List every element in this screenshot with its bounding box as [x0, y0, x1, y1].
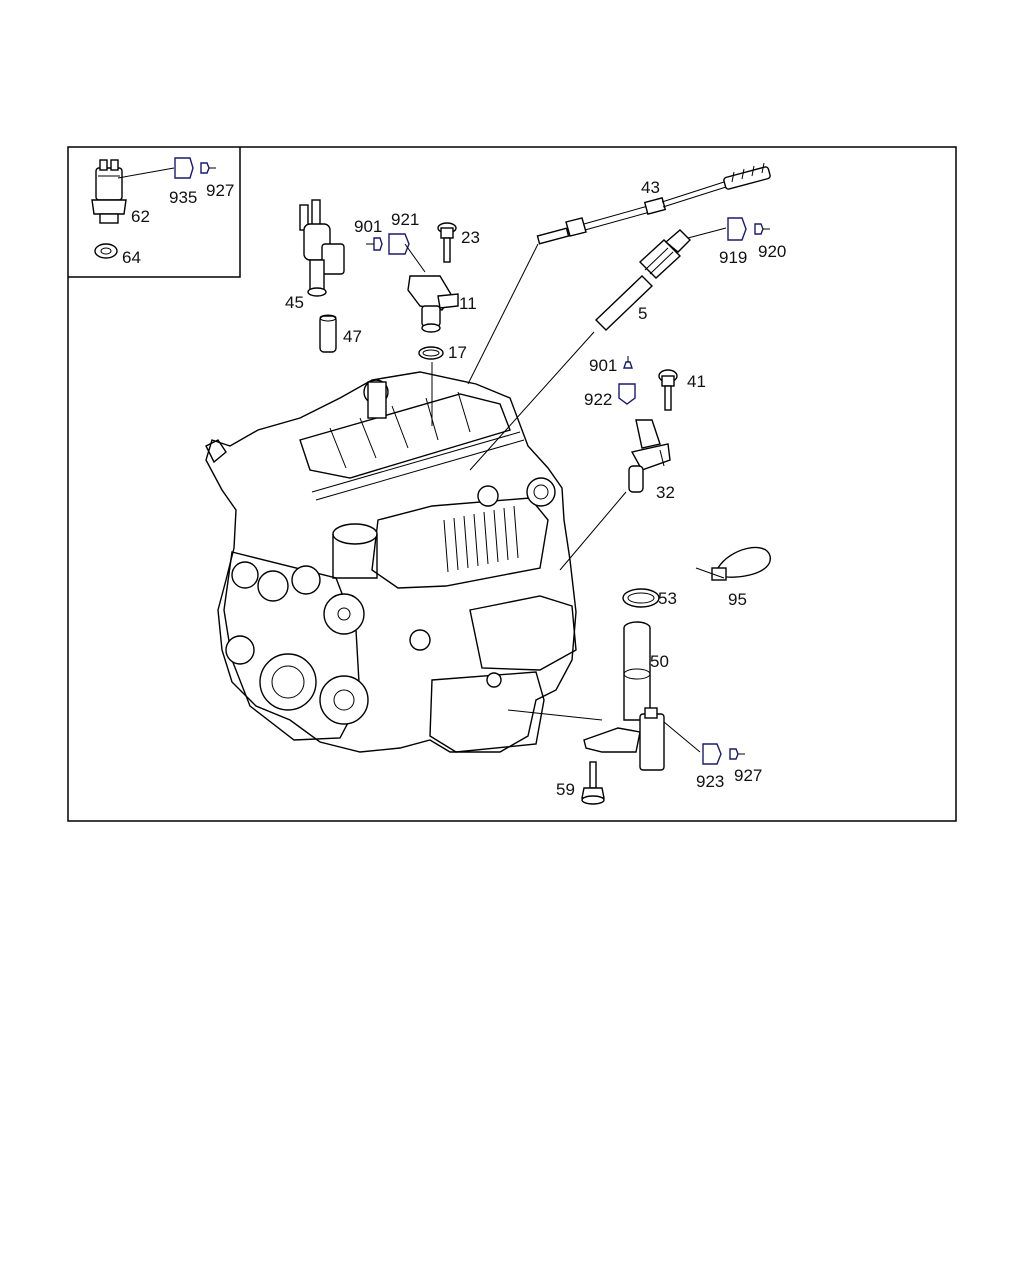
- temperature-probe-icon: [536, 162, 771, 245]
- callout-927-a: 927: [206, 181, 234, 200]
- o-ring-icon: [418, 346, 444, 360]
- engine-block-icon: [205, 371, 577, 753]
- seal-ring-icon: [94, 243, 118, 259]
- connector-935-icon: [174, 157, 194, 179]
- pin-927-b-icon: [729, 748, 745, 760]
- callout-23: 23: [461, 228, 480, 247]
- connector-921-icon: [388, 233, 410, 255]
- callout-41: 41: [687, 372, 706, 391]
- callout-901-b: 901: [589, 356, 617, 375]
- callout-935: 935: [169, 188, 197, 207]
- pin-901-icon: [366, 237, 383, 251]
- callout-45: 45: [285, 293, 304, 312]
- callout-17: 17: [448, 343, 467, 362]
- inset-box: [68, 147, 241, 278]
- callout-11: 11: [459, 294, 477, 313]
- glow-plug-icon: [594, 229, 691, 331]
- bolt-59-icon: [581, 761, 605, 805]
- o-ring-53-icon: [622, 588, 660, 608]
- connector-919-icon: [727, 217, 747, 241]
- callout-47: 47: [343, 327, 362, 346]
- connector-922-icon: [618, 383, 636, 405]
- callout-59: 59: [556, 780, 575, 799]
- pin-901-b-icon: [623, 356, 633, 369]
- connector-923-icon: [702, 743, 722, 765]
- callout-923: 923: [696, 772, 724, 791]
- callout-5: 5: [638, 304, 647, 323]
- callout-921: 921: [391, 210, 419, 229]
- callout-43: 43: [641, 178, 660, 197]
- callout-50: 50: [650, 652, 669, 671]
- oil-level-sensor-icon: [583, 621, 665, 771]
- callout-919: 919: [719, 248, 747, 267]
- pin-920-icon: [754, 223, 770, 235]
- hose-icon: [319, 314, 337, 353]
- callout-62: 62: [131, 207, 150, 226]
- callout-95: 95: [728, 590, 747, 609]
- bolt-icon: [437, 222, 457, 263]
- camshaft-sensor-icon: [407, 275, 459, 333]
- pin-927-icon: [200, 162, 216, 174]
- pressure-switch-icon: [91, 159, 127, 224]
- callout-922: 922: [584, 390, 612, 409]
- callout-901-a: 901: [354, 217, 382, 236]
- callout-32: 32: [656, 483, 675, 502]
- diagram-frame: [67, 146, 957, 822]
- callout-64: 64: [122, 248, 141, 267]
- cable-tie-icon: [695, 546, 771, 581]
- callout-53: 53: [658, 589, 677, 608]
- callout-927-b: 927: [734, 766, 762, 785]
- switchover-valve-icon: [299, 199, 345, 297]
- crank-sensor-icon: [628, 419, 671, 493]
- callout-920: 920: [758, 242, 786, 261]
- bolt-41-icon: [658, 369, 678, 411]
